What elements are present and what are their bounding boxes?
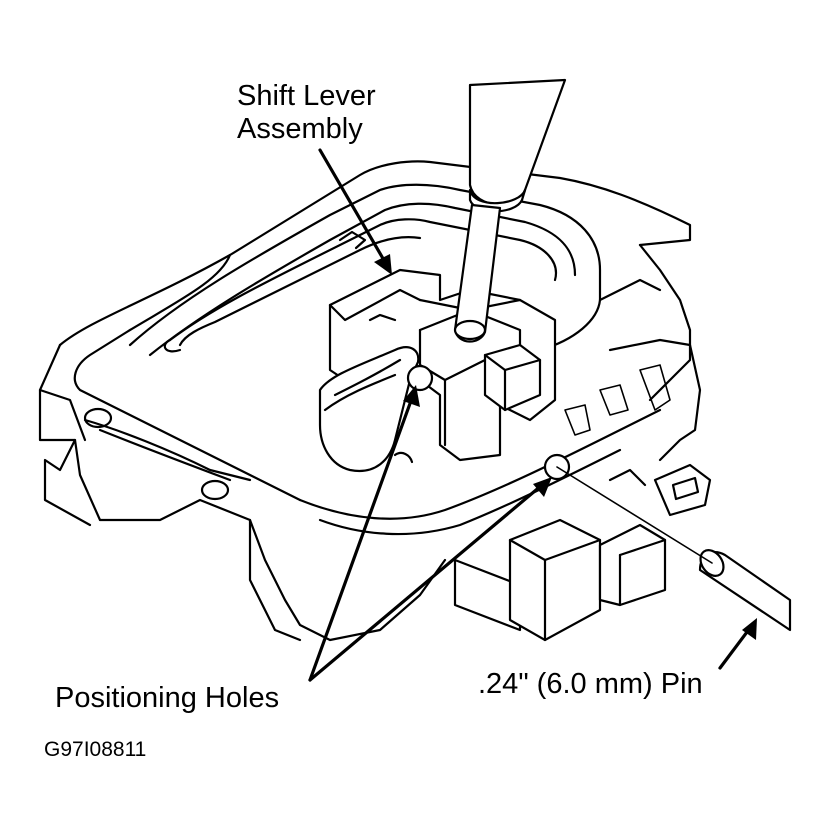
shift-lever-base — [318, 230, 557, 473]
pin-label: .24" (6.0 mm) Pin — [478, 668, 703, 700]
pin-arrowhead — [742, 618, 757, 640]
lower-bracket — [453, 463, 712, 642]
right-hole-arrowhead — [533, 477, 552, 497]
shift-lever-label-line1: Shift Lever — [237, 80, 376, 112]
positioning-holes-label: Positioning Holes — [55, 682, 280, 714]
left-hole-arrow — [308, 396, 414, 682]
right-hole-arrow — [308, 483, 544, 682]
console-housing — [38, 160, 702, 642]
shift-lever-label-line2: Assembly — [237, 113, 363, 145]
figure-id: G97I08811 — [44, 738, 147, 761]
shift-lever-shaft — [453, 78, 567, 343]
shift-lever-arrow — [318, 148, 387, 264]
leader-arrows — [308, 148, 757, 682]
shift-lever-arrowhead — [374, 254, 392, 275]
pin-arrow — [718, 626, 752, 670]
left-hole-arrowhead — [403, 385, 420, 407]
pin — [556, 466, 792, 632]
